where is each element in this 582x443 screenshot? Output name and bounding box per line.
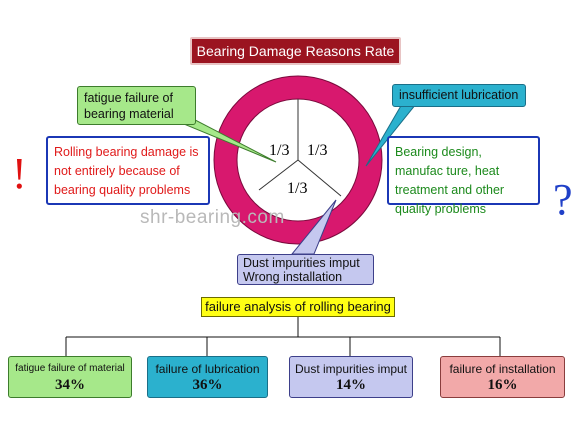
flow-leaf-label: fatigue failure of material <box>15 363 125 374</box>
flow-leaf-label: failure of installation <box>449 362 556 376</box>
ring-label-bottom: 1/3 <box>287 180 307 197</box>
callout-fatigue: fatigue failure of bearing material <box>77 86 196 125</box>
exclamation-icon: ! <box>12 149 27 198</box>
flow-leaf-percent: 34% <box>55 377 85 393</box>
flow-title: failure analysis of rolling bearing <box>201 297 395 317</box>
ring-label-right: 1/3 <box>307 142 327 159</box>
flow-leaf-percent: 16% <box>487 377 518 393</box>
question-icon: ? <box>553 175 573 224</box>
flow-leaf-percent: 36% <box>192 377 223 393</box>
callout-dust: Dust impurities imput Wrong installation <box>237 254 374 285</box>
watermark: shr-bearing.com <box>140 207 285 228</box>
flow-leaf-fatigue: fatigue failure of material 34% <box>8 356 132 398</box>
callout-rolling: Rolling bearing damage is not entirely b… <box>46 136 210 205</box>
callout-design: Bearing design, manufac ture, heat treat… <box>387 136 540 216</box>
flow-leaf-lubrication: failure of lubrication 36% <box>147 356 268 398</box>
flow-leaf-percent: 14% <box>336 377 366 393</box>
flow-leaf-dust: Dust impurities imput 14% <box>289 356 413 398</box>
callout-lubrication: insufficient lubrication <box>392 84 526 107</box>
flow-leaf-installation: failure of installation 16% <box>440 356 565 398</box>
ring-label-left: 1/3 <box>269 142 289 159</box>
flow-leaf-label: failure of lubrication <box>155 362 260 376</box>
ring-divider-right <box>297 159 342 197</box>
diagram-title: Bearing Damage Reasons Rate <box>190 37 401 65</box>
ring-divider-left <box>258 159 299 191</box>
flow-leaf-label: Dust impurities imput <box>294 362 408 376</box>
